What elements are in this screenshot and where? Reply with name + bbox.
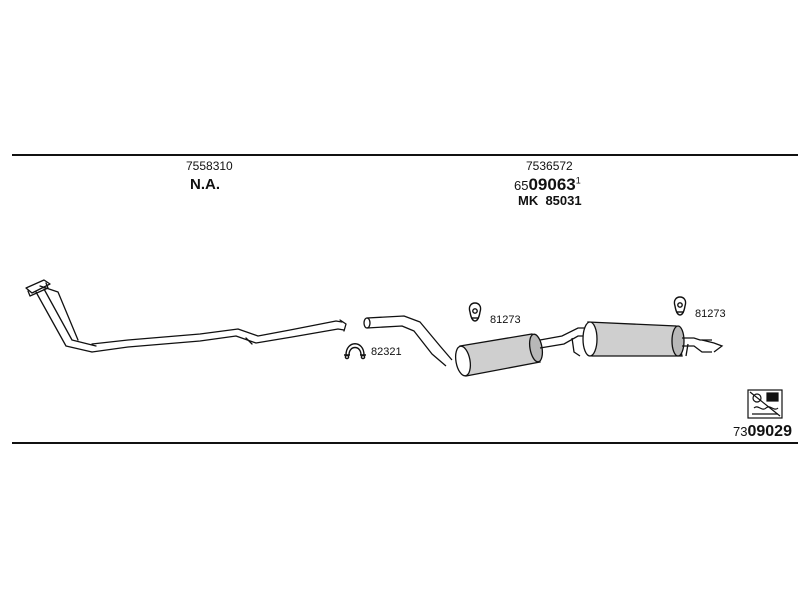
catalog-number-prefix: 73 xyxy=(733,424,748,439)
rubber-hanger-icon-middle xyxy=(468,302,482,322)
clamp-icon xyxy=(344,343,366,360)
rear-hanger-label: 81273 xyxy=(695,308,726,320)
mounting-kit-prefix: MK xyxy=(518,193,539,208)
rear-silencer xyxy=(582,321,685,357)
clamp-label: 82321 xyxy=(371,346,402,358)
catalog-number: 7309029 xyxy=(733,424,792,440)
tailpipe xyxy=(682,337,724,357)
rear-section-part-number: 7536572 xyxy=(526,159,573,173)
mounting-kit-number: 85031 xyxy=(545,193,582,208)
middle-pipe xyxy=(363,315,453,367)
middle-hanger-label: 81273 xyxy=(490,314,521,326)
front-pipe xyxy=(25,279,347,353)
rear-section-code-prefix: 65 xyxy=(514,178,529,193)
front-pipe-label: N.A. xyxy=(190,176,220,193)
rear-section-code-main: 09063 xyxy=(528,175,576,194)
rear-section-code-suffix: 1 xyxy=(575,175,581,186)
connecting-pipe xyxy=(539,327,586,357)
mounting-kit: MK 85031 xyxy=(518,194,582,207)
manufacturer-logo-icon xyxy=(747,389,783,419)
catalog-number-main: 09029 xyxy=(747,423,792,440)
rubber-hanger-icon-rear xyxy=(673,296,687,316)
rear-section-code: 65090631 xyxy=(514,176,581,194)
top-rule xyxy=(12,154,798,156)
middle-silencer xyxy=(454,333,544,377)
bottom-rule xyxy=(12,442,798,444)
front-pipe-part-number: 7558310 xyxy=(186,159,233,173)
